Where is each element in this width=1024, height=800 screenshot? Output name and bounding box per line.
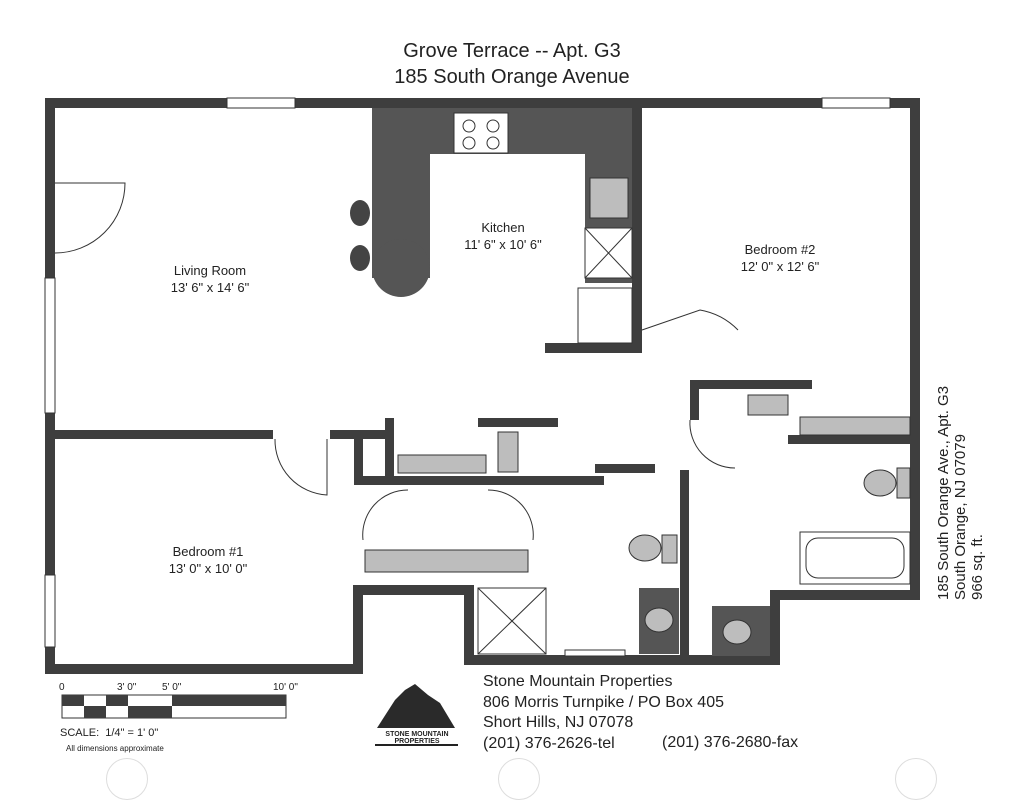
burners xyxy=(462,119,500,150)
wall-top xyxy=(45,98,920,108)
window xyxy=(226,97,296,109)
punch-hole xyxy=(106,758,148,800)
stove xyxy=(453,112,509,154)
plan-address: 185 South Orange Avenue xyxy=(394,66,630,88)
company-logo xyxy=(375,684,458,746)
door-swings xyxy=(54,182,739,541)
scale-note: All dimensions approximate xyxy=(66,744,164,753)
room-size: 11' 6" x 10' 6" xyxy=(464,237,542,252)
bar-stools xyxy=(350,200,370,271)
room-bedroom-1: Bedroom #1 13' 0" x 10' 0" xyxy=(128,543,288,577)
room-size: 12' 0" x 12' 6" xyxy=(740,259,820,274)
room-bedroom-2: Bedroom #2 12' 0" x 12' 6" xyxy=(700,241,860,275)
wall-bedroom1-top xyxy=(45,430,273,439)
side-info: 185 South Orange Ave., Apt. G3 South Ora… xyxy=(935,386,986,600)
company-address1: 806 Morris Turnpike / PO Box 405 xyxy=(483,693,724,711)
company-phone: (201) 376-2626-tel xyxy=(483,734,615,752)
room-name: Living Room xyxy=(173,263,247,278)
room-size: 13' 0" x 10' 0" xyxy=(168,561,248,576)
logo-line: STONE MOUNTAIN xyxy=(385,731,449,738)
logo-text: STONE MOUNTAIN PROPERTIES xyxy=(372,731,462,745)
wall-bottom-left xyxy=(45,664,363,674)
window xyxy=(564,649,626,657)
room-kitchen: Kitchen 11' 6" x 10' 6" xyxy=(423,219,583,253)
toilets xyxy=(628,467,911,564)
punch-hole xyxy=(895,758,937,800)
window xyxy=(44,574,56,648)
plan-title: Grove Terrace -- Apt. G3 xyxy=(403,40,621,62)
window xyxy=(821,97,891,109)
scale-tick: 3' 0" xyxy=(117,682,137,693)
room-name: Kitchen xyxy=(481,220,525,235)
room-name: Bedroom #2 xyxy=(744,242,816,257)
logo-line: PROPERTIES xyxy=(394,738,440,745)
scale-tick: 10' 0" xyxy=(273,682,298,693)
room-name: Bedroom #1 xyxy=(172,544,244,559)
punch-hole xyxy=(498,758,540,800)
scale-label: SCALE: 1/4" = 1' 0" xyxy=(60,727,159,739)
company-fax: (201) 376-2680-fax xyxy=(662,734,799,751)
company-address2: Short Hills, NJ 07078 xyxy=(483,714,634,731)
scale-bar xyxy=(61,694,287,719)
wall-right xyxy=(910,98,920,600)
side-city: South Orange, NJ 07079 xyxy=(952,434,969,600)
bath-sinks xyxy=(644,607,752,645)
room-size: 13' 6" x 14' 6" xyxy=(170,280,250,295)
wall-bottom xyxy=(464,655,780,665)
company-name: Stone Mountain Properties xyxy=(483,673,673,690)
side-address: 185 South Orange Ave., Apt. G3 xyxy=(935,385,952,600)
side-area: 966 sq. ft. xyxy=(969,534,986,600)
scale-tick: 0 xyxy=(59,682,65,693)
closet-shelves xyxy=(364,394,911,573)
refrigerator xyxy=(577,287,633,344)
kitchen-sink xyxy=(589,177,629,219)
room-living: Living Room 13' 6" x 14' 6" xyxy=(130,262,290,296)
company-info: Stone Mountain Properties 806 Morris Tur… xyxy=(483,672,724,754)
scale-tick: 5' 0" xyxy=(162,682,182,693)
window xyxy=(44,277,56,414)
